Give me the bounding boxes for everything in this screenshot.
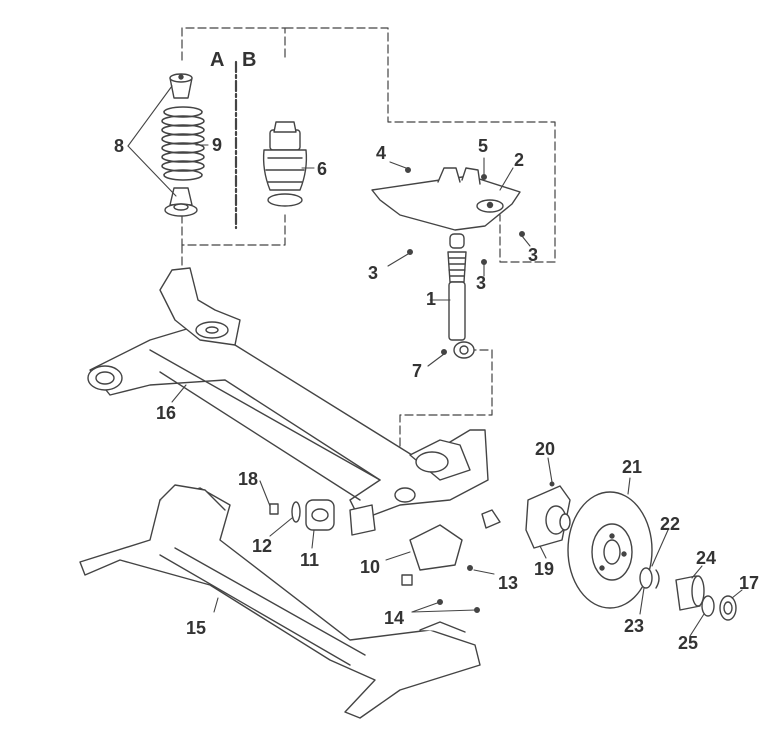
callout-7: 7: [412, 361, 423, 381]
variant-b-label: B: [242, 49, 257, 71]
callout-8: 8: [114, 136, 125, 156]
callout-20: 20: [535, 439, 556, 459]
coil-spring: [161, 106, 205, 181]
air-spring-bellows: [262, 121, 308, 207]
callout-12: 12: [252, 536, 273, 556]
assembly-guide-lines: [181, 27, 556, 461]
callout-2: 2: [514, 150, 525, 170]
callout-10: 10: [360, 557, 381, 577]
callout-3-middle: 3: [476, 273, 487, 293]
callout-6: 6: [317, 159, 328, 179]
leader-lines: [127, 85, 743, 637]
callout-15: 15: [186, 618, 207, 638]
callout-18: 18: [238, 469, 259, 489]
callout-24: 24: [696, 548, 717, 568]
rear-axle-beam: [87, 267, 489, 521]
bushing-parts: [269, 499, 501, 586]
callout-13: 13: [498, 573, 519, 593]
callout-3-left: 3: [368, 263, 379, 283]
callout-16: 16: [156, 403, 177, 423]
upper-mount-bracket: [371, 167, 521, 231]
hub-carrier: [525, 485, 571, 549]
shock-absorber: [447, 233, 475, 359]
callout-3-right: 3: [528, 245, 539, 265]
spring-seat-lower: [164, 187, 198, 217]
brake-disc: [567, 491, 653, 609]
variant-a-label: A: [210, 49, 225, 71]
callout-4: 4: [376, 143, 387, 163]
bearing-parts: [639, 567, 737, 621]
callout-17: 17: [739, 573, 760, 593]
callout-11: 11: [300, 550, 320, 570]
rear-subframe: [79, 484, 481, 719]
callout-1: 1: [426, 289, 437, 309]
callout-14: 14: [384, 608, 405, 628]
callout-22: 22: [660, 514, 681, 534]
callout-25: 25: [678, 633, 699, 653]
callout-9: 9: [212, 135, 223, 155]
callout-23: 23: [624, 616, 645, 636]
spring-seat-upper: [169, 73, 193, 99]
callout-21: 21: [622, 457, 643, 477]
callout-19: 19: [534, 559, 555, 579]
callout-5: 5: [478, 136, 489, 156]
